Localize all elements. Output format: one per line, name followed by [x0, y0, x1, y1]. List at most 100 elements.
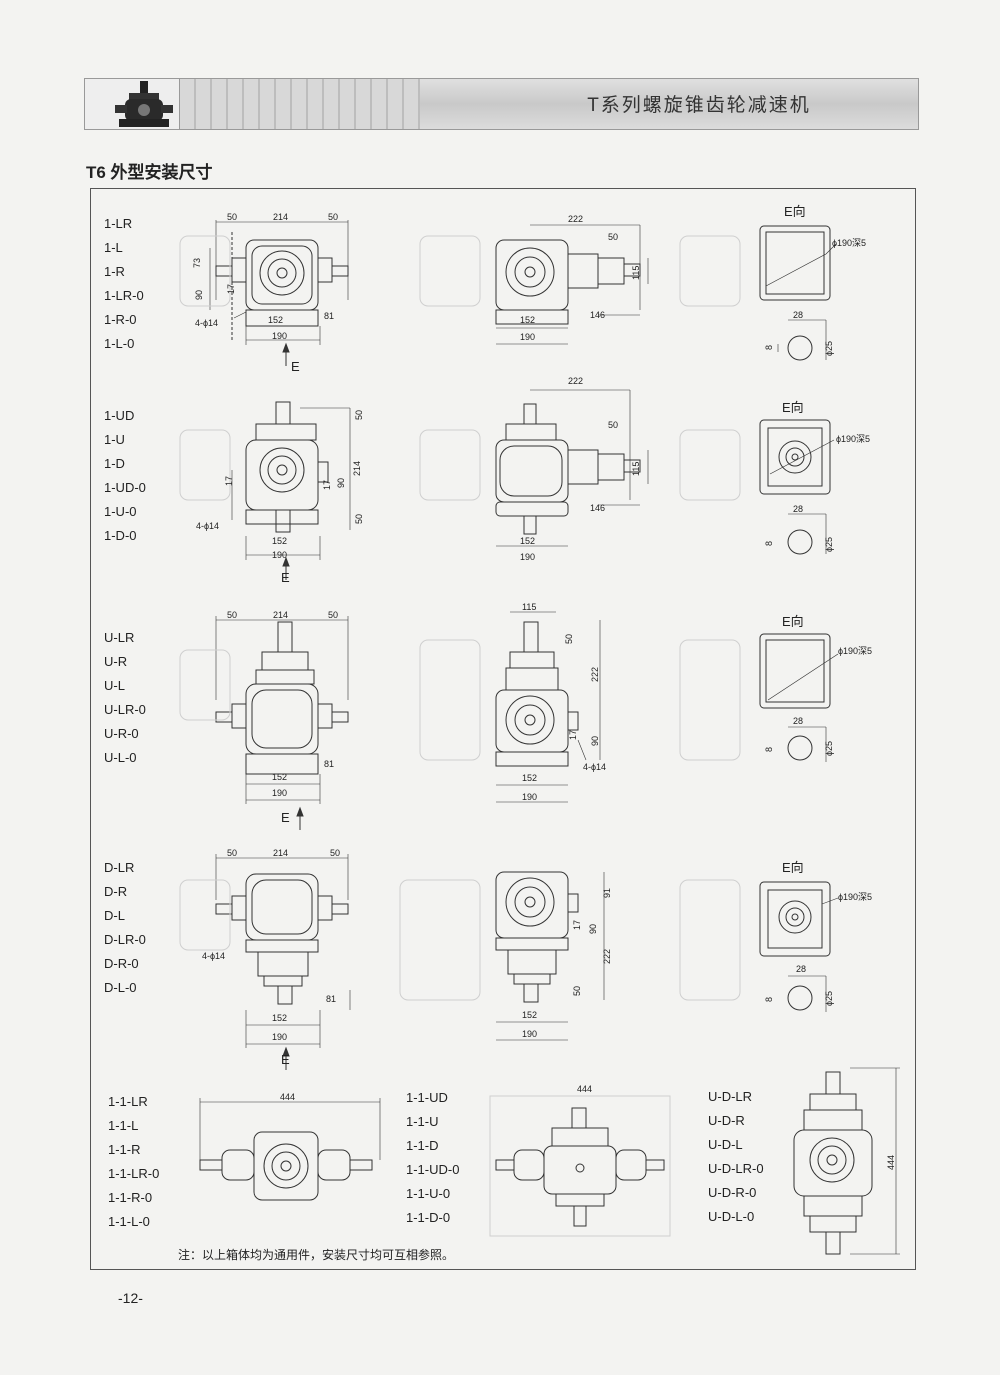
- drawing-u-d-lr: [793, 1067, 900, 1255]
- dim-label: 4-ϕ14: [583, 762, 606, 772]
- model-label: 1-D: [104, 456, 125, 471]
- dim-label: 190: [520, 332, 535, 342]
- header-logo-box: [84, 78, 180, 130]
- model-label: 1-1-LR-0: [108, 1166, 160, 1181]
- dim-label: ϕ190深5: [838, 646, 872, 656]
- drawing-1-lr-front: [209, 220, 349, 366]
- dim-label: 50: [227, 610, 237, 620]
- dim-label: 152: [522, 773, 537, 783]
- dim-label: 444: [577, 1084, 592, 1094]
- drawing-1-1-ud: [495, 1095, 665, 1227]
- model-label: 1-LR: [104, 216, 133, 231]
- label-group-3: U-LR U-R U-L U-LR-0 U-R-0 U-L-0: [104, 626, 146, 770]
- drawing-1-ud-side: [495, 389, 649, 547]
- ghost-drawings: [179, 235, 741, 1237]
- model-label: U-R-0: [104, 726, 139, 741]
- dim-label: 50: [227, 848, 237, 858]
- dim-label: 90: [590, 736, 600, 746]
- dim-label: 50: [608, 420, 618, 430]
- e-view-label: E向: [784, 204, 806, 219]
- dim-label: 115: [522, 602, 536, 612]
- dim-label: ϕ25: [824, 537, 834, 552]
- dim-label: 190: [272, 331, 287, 341]
- footnote: 注：以上箱体均为通用件，安装尺寸均可互相参照。: [178, 1248, 455, 1262]
- e-arrow-label: E: [281, 810, 290, 825]
- model-label: 1-1-R-0: [108, 1190, 153, 1205]
- model-label: 1-1-R: [108, 1142, 141, 1157]
- page-header: T系列螺旋锥齿轮减速机: [84, 78, 919, 130]
- dim-label: 152: [272, 1013, 287, 1023]
- dim-label: 152: [272, 772, 287, 782]
- drawing-1-1-lr: [199, 1098, 381, 1201]
- label-group-5: 1-1-LR 1-1-L 1-1-R 1-1-LR-0 1-1-R-0 1-1-…: [108, 1090, 159, 1234]
- dim-label: 4-ϕ14: [202, 951, 225, 961]
- model-label: 1-UD-0: [104, 480, 146, 495]
- e-arrow-label: E: [281, 570, 290, 585]
- dim-label: 90: [336, 478, 346, 488]
- model-label: D-R: [104, 884, 128, 899]
- dim-label: 444: [886, 1155, 896, 1170]
- dim-label: 50: [330, 848, 340, 858]
- model-label: U-D-L-0: [708, 1209, 755, 1224]
- dim-label: 50: [354, 410, 364, 420]
- dim-label: 152: [268, 315, 283, 325]
- model-label: 1-1-LR: [108, 1094, 148, 1109]
- dim-label: 146: [590, 310, 605, 320]
- dim-label: 91: [602, 888, 612, 898]
- dim-label: 8: [764, 997, 774, 1002]
- model-label: U-R: [104, 654, 128, 669]
- dim-label: 115: [631, 266, 641, 280]
- model-label: D-LR-0: [104, 932, 146, 947]
- model-label: D-L: [104, 908, 125, 923]
- e-view-label: E向: [782, 400, 804, 415]
- drawing-1-lr-side: [495, 224, 649, 345]
- drawing-frame: [90, 188, 916, 1270]
- dim-label: ϕ25: [824, 991, 834, 1006]
- dim-label: 190: [522, 792, 537, 802]
- dim-label: 81: [324, 311, 334, 321]
- model-label: U-D-L: [708, 1137, 743, 1152]
- model-label: 1-1-U-0: [406, 1186, 451, 1201]
- model-label: U-LR: [104, 630, 135, 645]
- model-label: 1-1-D-0: [406, 1210, 451, 1225]
- dim-label: ϕ25: [824, 741, 834, 756]
- dim-label: 28: [793, 716, 803, 726]
- dim-label: 190: [522, 1029, 537, 1039]
- e-arrow-label: E: [291, 359, 300, 374]
- header-title: T系列螺旋锥齿轮减速机: [587, 95, 811, 116]
- drawing-1-lr-e-view: [759, 225, 837, 361]
- model-label: 1-1-L-0: [108, 1214, 150, 1229]
- model-label: 1-L: [104, 240, 123, 255]
- dim-label: 81: [324, 759, 334, 769]
- model-label: 1-U-0: [104, 504, 137, 519]
- drawing-d-lr-side: [495, 871, 605, 1041]
- model-label: U-D-R: [708, 1113, 745, 1128]
- header-stripes: [180, 79, 420, 129]
- drawing-u-lr-front: [215, 616, 349, 830]
- dim-label: 190: [520, 552, 535, 562]
- e-view-label: E向: [782, 614, 804, 629]
- page-number: -12-: [118, 1290, 143, 1306]
- dim-label: 152: [522, 1010, 537, 1020]
- drawing-d-lr-e-view: [759, 881, 839, 1012]
- dim-label: 28: [793, 504, 803, 514]
- model-label: D-LR: [104, 860, 135, 875]
- dim-label: 50: [608, 232, 618, 242]
- model-label: 1-R: [104, 264, 125, 279]
- drawing-1-ud-front: [231, 401, 351, 580]
- dim-label: 222: [568, 376, 583, 386]
- dim-label: 17: [226, 284, 236, 294]
- dim-label: 50: [354, 514, 364, 524]
- dim-label: 17: [572, 920, 582, 930]
- model-label: U-D-LR: [708, 1089, 753, 1104]
- dim-label: 73: [192, 258, 202, 268]
- model-label: U-D-LR-0: [708, 1161, 764, 1176]
- dim-label: 50: [572, 986, 582, 996]
- dim-label: 214: [273, 848, 288, 858]
- dim-label: 8: [764, 345, 774, 350]
- dim-label: 8: [764, 541, 774, 546]
- model-label: D-L-0: [104, 980, 137, 995]
- dim-label: 90: [194, 290, 204, 300]
- dim-label: 190: [272, 550, 287, 560]
